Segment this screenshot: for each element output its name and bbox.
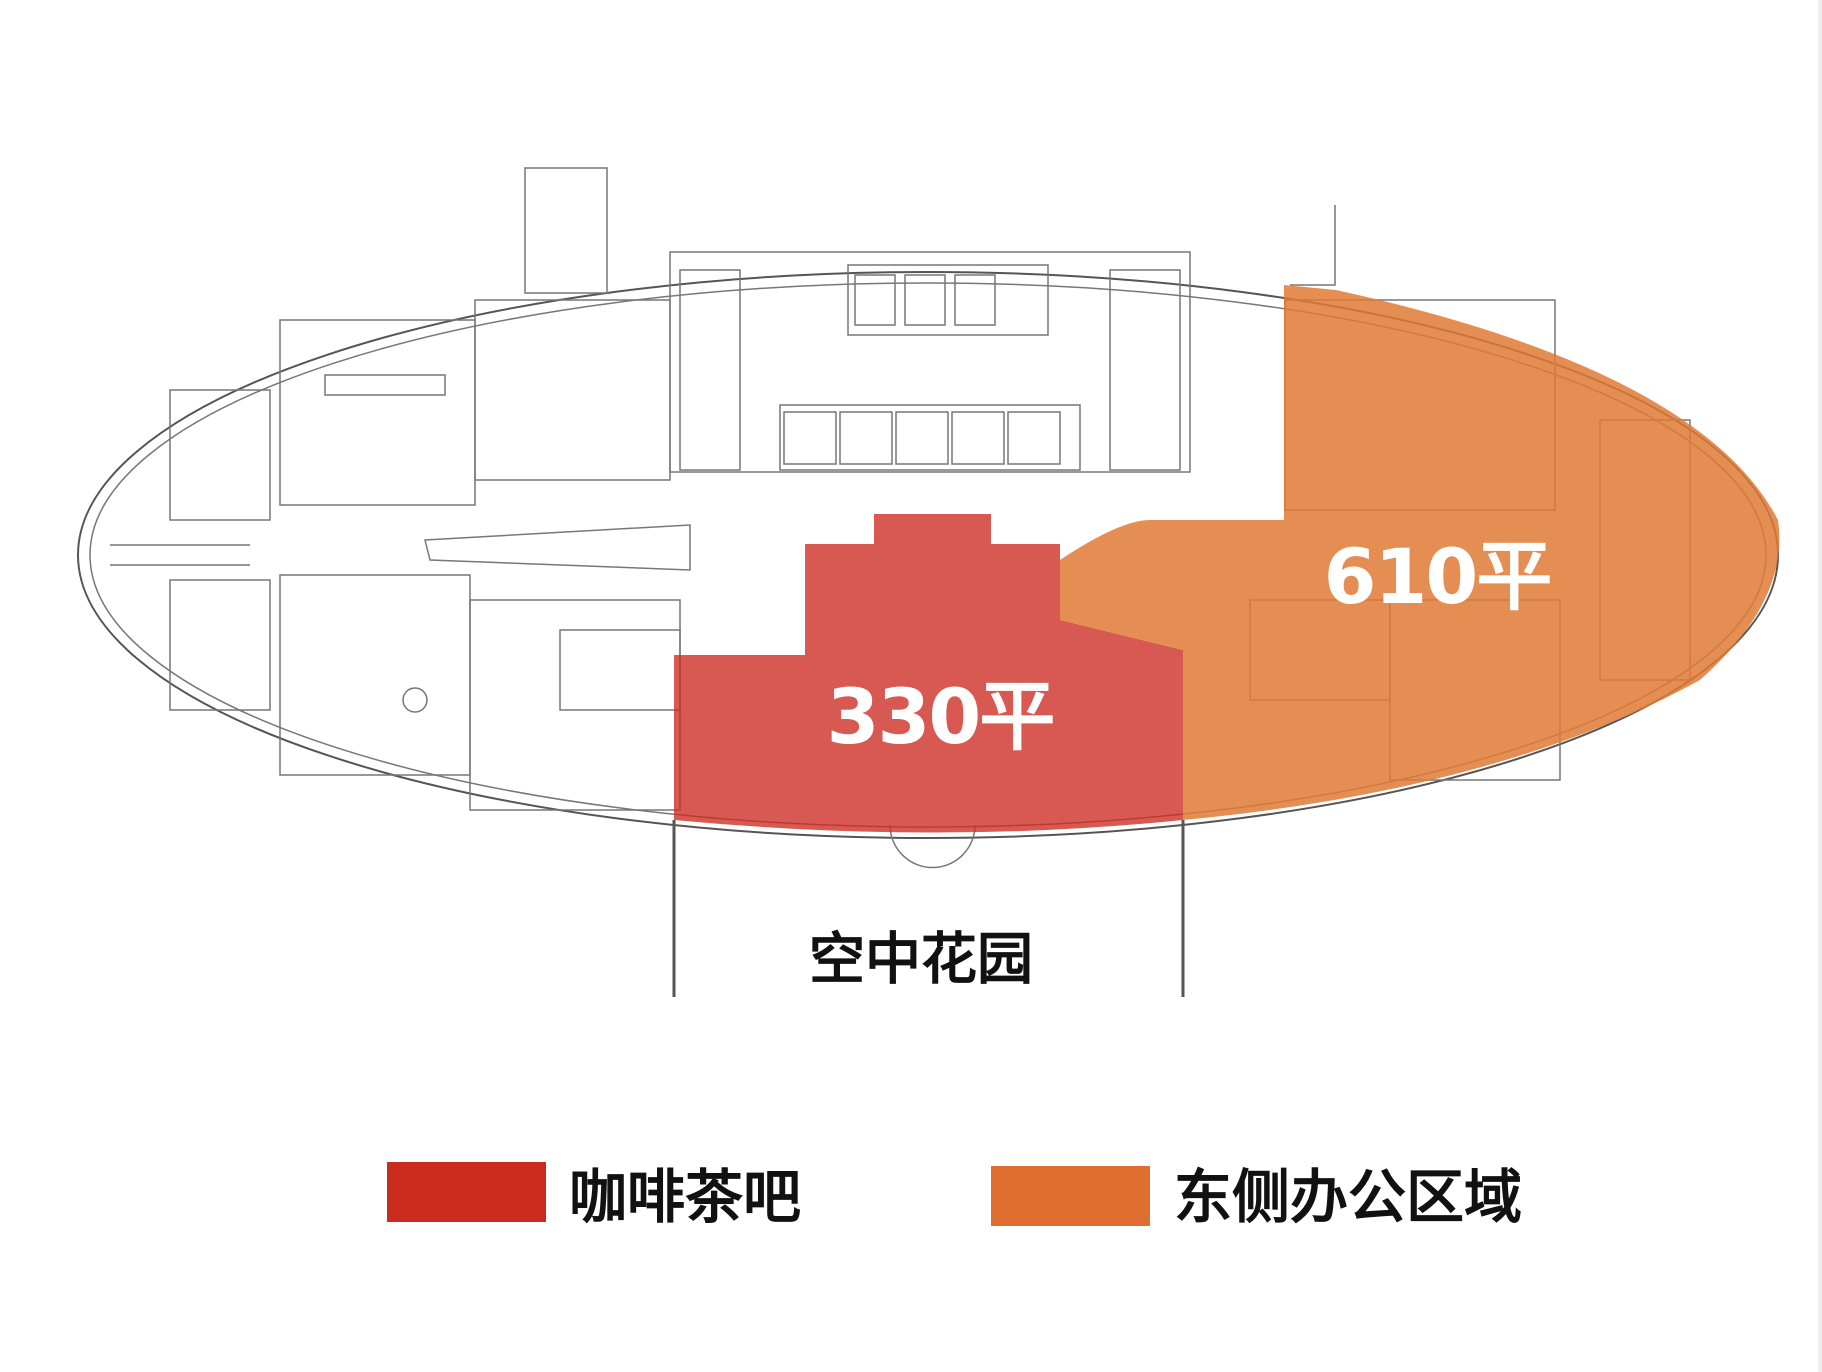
east-office-area-label: 610平 xyxy=(1323,532,1553,621)
legend-swatch-east-office xyxy=(991,1166,1150,1226)
cafe-area-label: 330平 xyxy=(826,672,1056,761)
cafe-zone xyxy=(674,514,1183,833)
sky-garden-label: 空中花园 xyxy=(809,927,1033,993)
east-office-zone xyxy=(1060,285,1780,820)
page-edge xyxy=(1818,0,1822,1372)
legend-label-cafe: 咖啡茶吧 xyxy=(569,1163,802,1231)
legend-label-east-office: 东侧办公区域 xyxy=(1174,1163,1523,1231)
legend-swatch-cafe xyxy=(387,1162,546,1222)
